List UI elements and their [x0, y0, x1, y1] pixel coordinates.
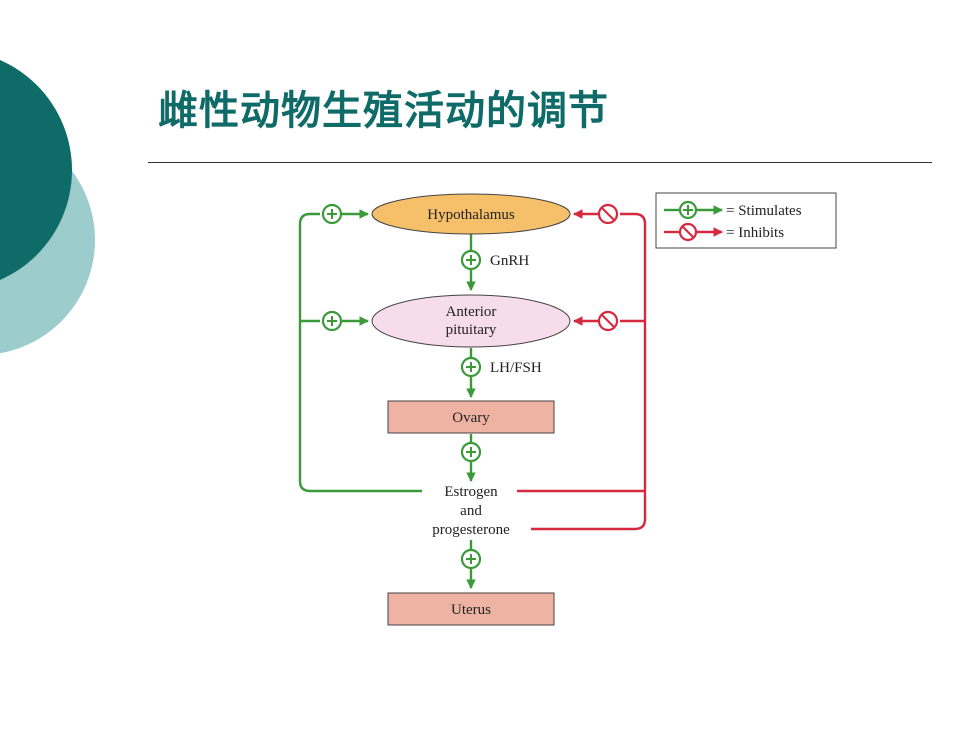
anterior-pituitary-label-line1: Anterior [446, 304, 497, 320]
gnrh-arrow [460, 234, 482, 291]
stimulate-symbol-pituitary [321, 310, 369, 332]
legend-stimulates-label: = Stimulates [726, 203, 802, 219]
inhibit-feedback-line [531, 212, 647, 531]
page-title: 雌性动物生殖活动的调节 [158, 88, 609, 134]
legend-stimulate-icon [664, 200, 723, 220]
estrogen-label-line1: Estrogen [444, 484, 498, 500]
uterus-label: Uterus [451, 602, 491, 618]
hypothalamus-label: Hypothalamus [427, 207, 515, 223]
uterus-node [387, 592, 555, 626]
stimulate-feedback-line [298, 212, 422, 493]
anterior-pituitary-node [371, 294, 571, 348]
estrogen-arrow [460, 540, 482, 589]
title-divider [148, 162, 932, 163]
estrogen-label-line3: progesterone [432, 522, 510, 538]
decorative-circle-dark [0, 60, 72, 280]
legend-inhibit-icon [664, 222, 723, 242]
ovary-node [387, 400, 555, 434]
ovary-label: Ovary [452, 410, 490, 426]
legend-inhibits-label: = Inhibits [726, 225, 784, 241]
inhibit-symbol-pituitary [573, 310, 619, 332]
hypothalamus-node [371, 193, 571, 235]
gnrh-label: GnRH [490, 253, 529, 269]
ovary-arrow [460, 434, 482, 482]
stimulate-symbol-hypothalamus [321, 203, 369, 225]
lhfsh-label: LH/FSH [490, 360, 542, 376]
estrogen-label-line2: and [460, 503, 482, 519]
lhfsh-arrow [460, 348, 482, 398]
inhibit-symbol-hypothalamus [573, 203, 619, 225]
anterior-pituitary-label-line2: pituitary [446, 322, 497, 338]
legend: = Stimulates = Inhibits [655, 192, 837, 249]
